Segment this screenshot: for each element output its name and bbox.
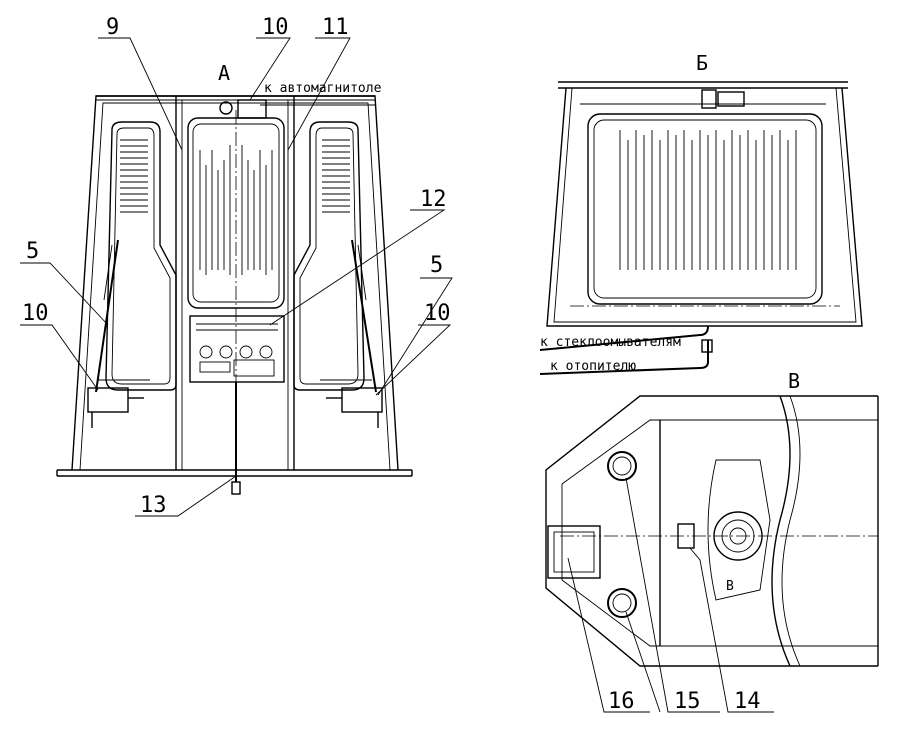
view-label-v-small: В xyxy=(726,579,734,594)
view-label-b: Б xyxy=(696,51,708,75)
callout-9: 9 xyxy=(106,15,119,40)
labels: А Б В В 9 10 11 12 5 5 10 10 13 16 15 14… xyxy=(22,15,800,714)
callout-15: 15 xyxy=(674,689,701,714)
note-to-radio: к автомагнитоле xyxy=(264,81,382,96)
callout-10-left: 10 xyxy=(22,301,49,326)
callout-13: 13 xyxy=(140,493,167,518)
note-to-heater: к отопителю xyxy=(550,359,636,374)
note-to-washers: к стеклоомывателям xyxy=(540,335,681,350)
callout-10-top: 10 xyxy=(262,15,289,40)
view-b-rear-window xyxy=(539,81,863,375)
view-v-leaders xyxy=(567,477,774,713)
callout-11: 11 xyxy=(322,15,349,40)
front-view-leaders xyxy=(20,37,453,517)
view-v-roof-section xyxy=(545,395,879,667)
callout-12: 12 xyxy=(420,187,447,212)
view-label-v: В xyxy=(788,369,800,393)
callout-16: 16 xyxy=(608,689,635,714)
callout-14: 14 xyxy=(734,689,761,714)
front-view-cab xyxy=(56,95,413,495)
view-label-a: А xyxy=(218,61,230,85)
callout-10-right: 10 xyxy=(424,301,451,326)
callout-5-right: 5 xyxy=(430,253,443,278)
callout-5-left: 5 xyxy=(26,239,39,264)
